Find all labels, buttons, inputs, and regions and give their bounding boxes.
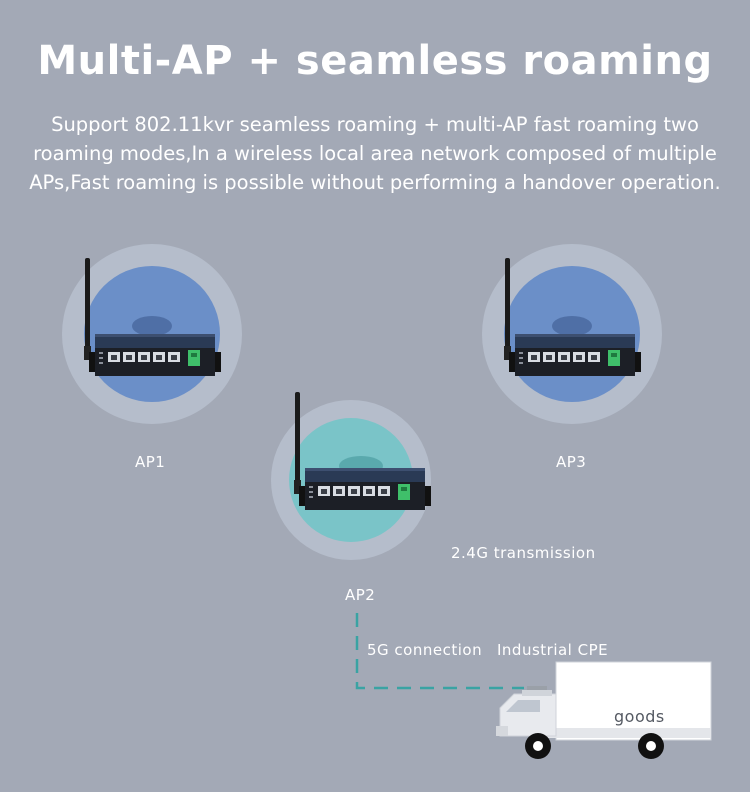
ap2-label: AP2	[345, 586, 376, 604]
ap3-label: AP3	[556, 453, 587, 471]
truck-cargo-label: goods	[614, 707, 665, 726]
industrial-cpe-label: Industrial CPE	[497, 641, 609, 659]
connection-dashed-line	[355, 613, 524, 690]
page-title: Multi-AP + seamless roaming	[37, 38, 713, 84]
connection-5g-label: 5G connection	[367, 641, 483, 659]
truck-icon	[496, 661, 712, 759]
ap1-label: AP1	[135, 453, 166, 471]
transmission-24g-label: 2.4G transmission	[451, 544, 596, 562]
page-subtitle: Support 802.11kvr seamless roaming + mul…	[29, 113, 721, 194]
